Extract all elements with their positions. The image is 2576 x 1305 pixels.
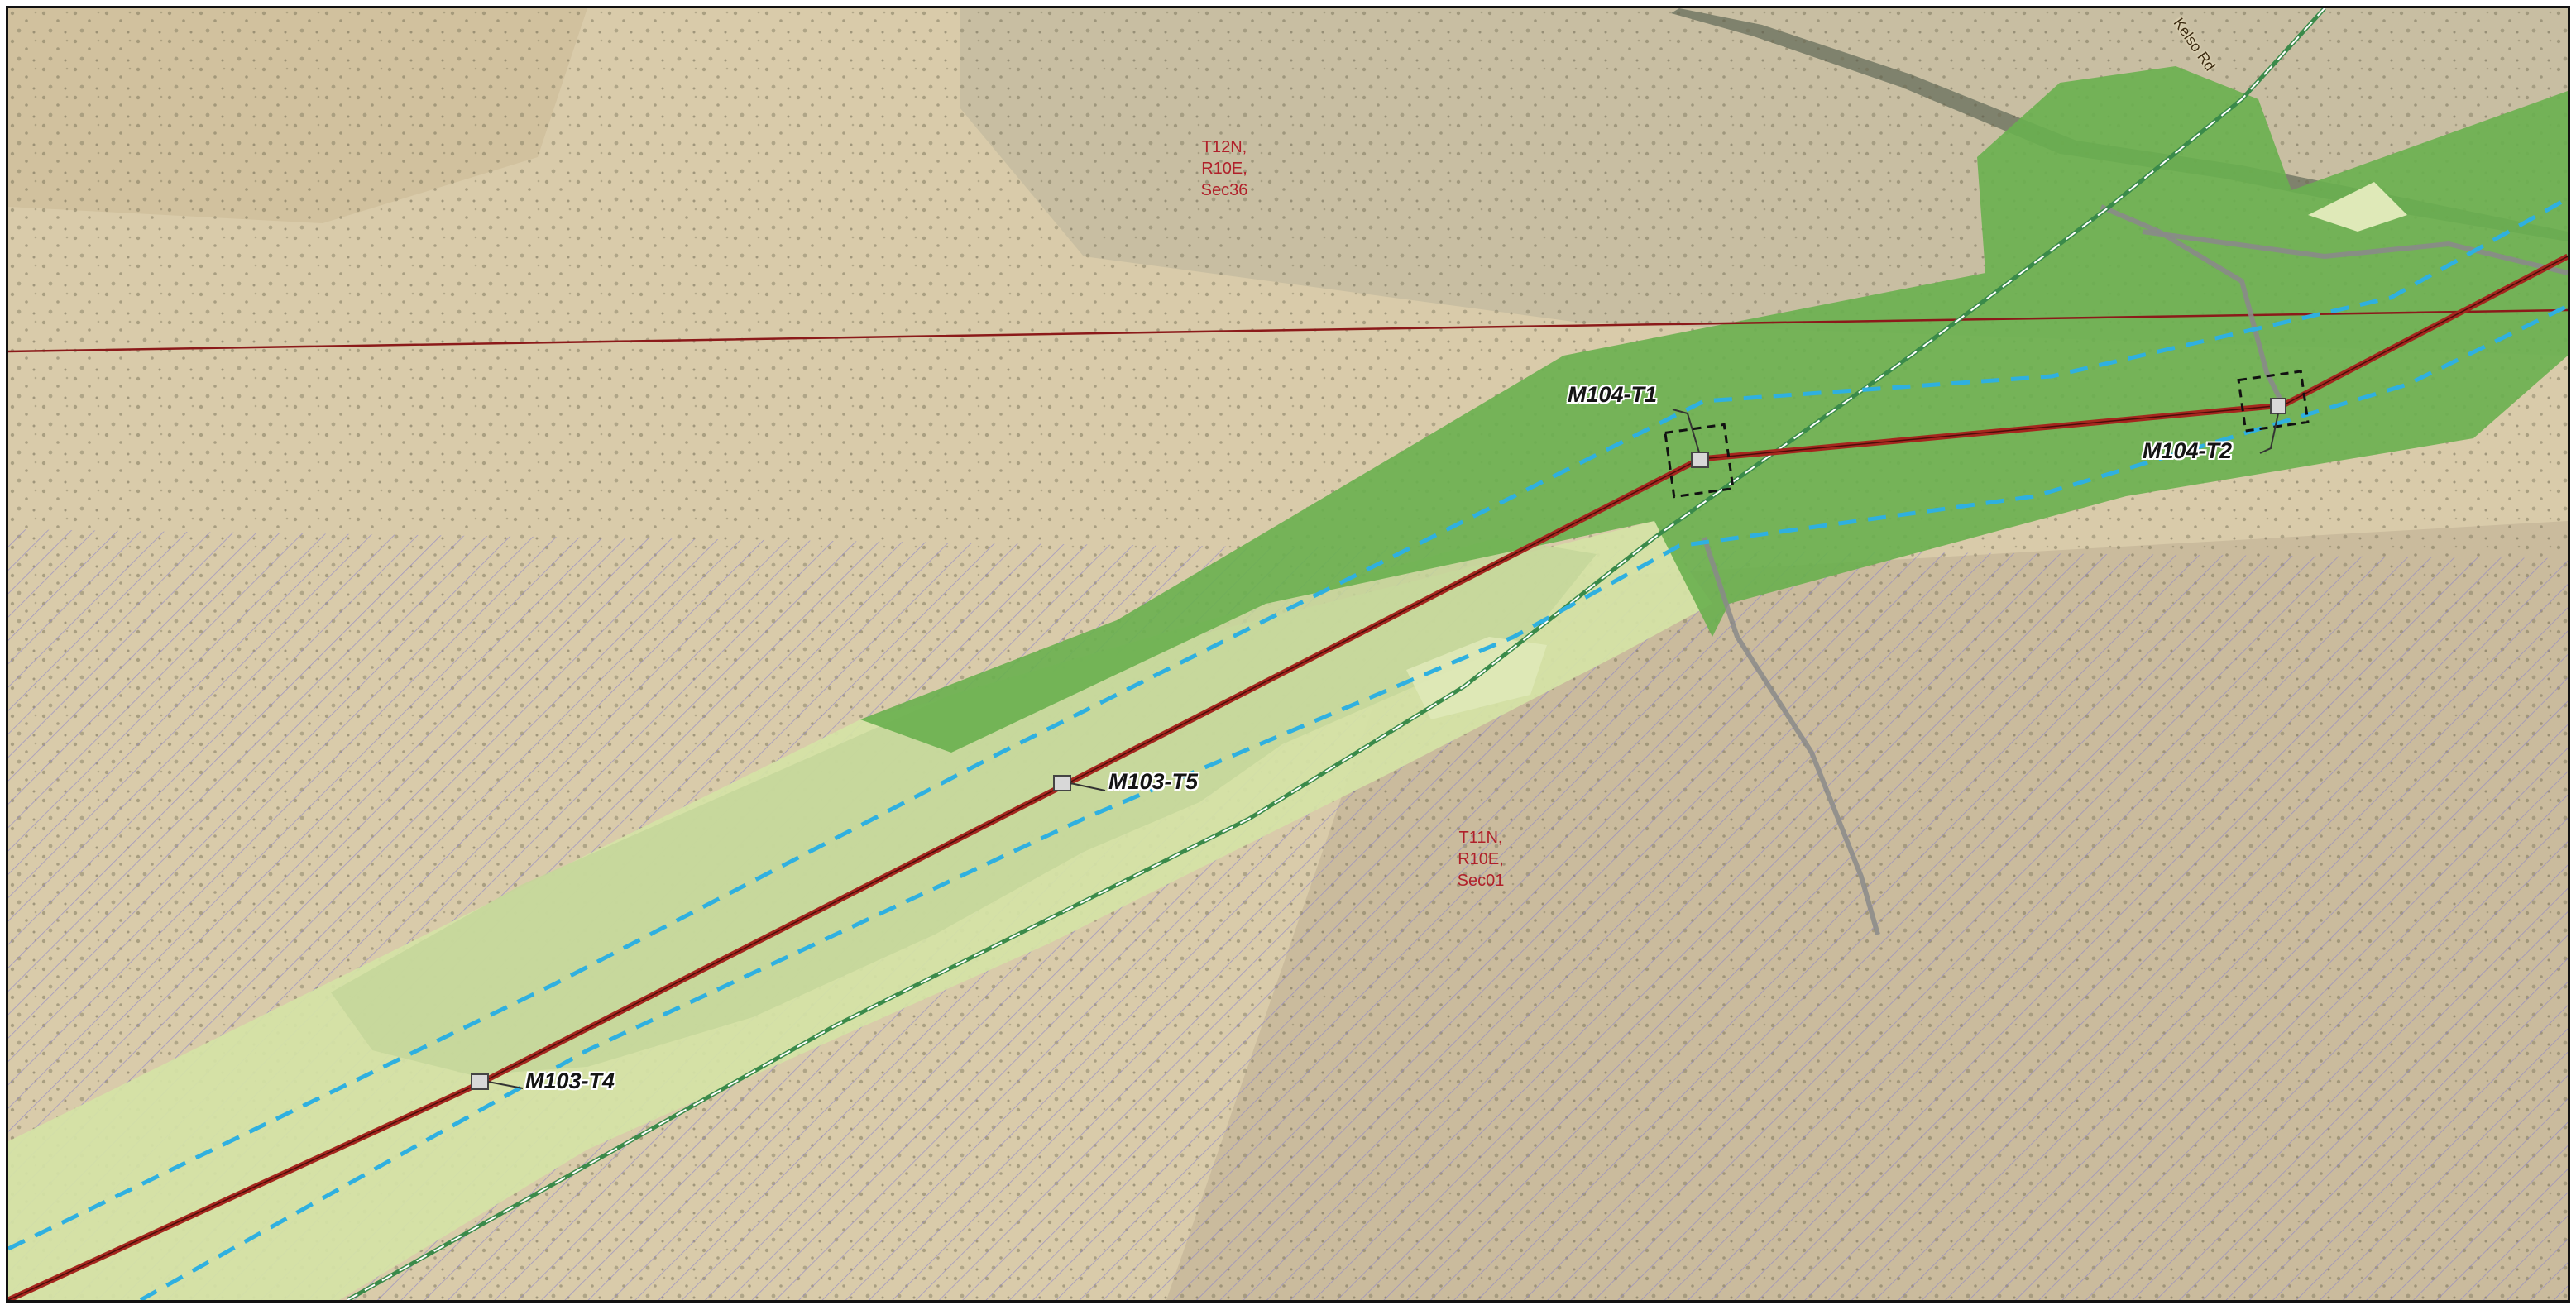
section-label-t11n-r10e-sec01: T11N, R10E, Sec01 bbox=[1458, 827, 1505, 892]
section-label-line: T12N, bbox=[1201, 138, 1247, 156]
cyan-edge-south bbox=[139, 304, 2568, 1300]
map-frame[interactable]: T12N, R10E, Sec36 T11N, R10E, Sec01 Kels… bbox=[6, 6, 2570, 1303]
section-label-line: T11N, bbox=[1458, 829, 1503, 847]
section-label-line: R10E, bbox=[1458, 850, 1504, 868]
tower-label-m104-t2[interactable]: M104-T2 bbox=[2143, 438, 2233, 463]
tower-marker-m104-t1[interactable] bbox=[1691, 452, 1709, 468]
aerial-map[interactable] bbox=[8, 8, 2568, 1300]
section-label-line: Sec36 bbox=[1200, 181, 1248, 199]
tower-label-m103-t4[interactable]: M103-T4 bbox=[525, 1068, 615, 1093]
transmission-line-core bbox=[8, 256, 2568, 1300]
leader-m104-t2 bbox=[2259, 413, 2279, 454]
leader-m103-t5 bbox=[1070, 782, 1106, 791]
section-label-t12n-r10e-sec36: T12N, R10E, Sec36 bbox=[1201, 136, 1248, 201]
leader-m104-t1 bbox=[1672, 409, 1700, 453]
gray-road-east bbox=[2142, 229, 2568, 275]
access-road-dashed-center bbox=[347, 8, 2325, 1300]
section-line bbox=[8, 308, 2568, 353]
work-area-m104-t2 bbox=[2237, 370, 2310, 433]
gray-road-spur bbox=[2100, 204, 2286, 407]
gray-road-main bbox=[1702, 537, 1880, 935]
work-area-m104-t1 bbox=[1664, 423, 1735, 499]
tower-marker-m103-t5[interactable] bbox=[1053, 775, 1071, 791]
leader-m103-t4 bbox=[487, 1081, 524, 1089]
cyan-edge-north bbox=[8, 196, 2568, 1251]
pad-clearing bbox=[2308, 182, 2407, 232]
corridor-dark-green bbox=[860, 66, 2568, 753]
tower-label-m104-t1[interactable]: M104-T1 bbox=[1568, 382, 1658, 407]
section-label-line: R10E, bbox=[1201, 160, 1247, 178]
tower-marker-m103-t4[interactable] bbox=[471, 1073, 489, 1090]
tower-marker-m104-t2[interactable] bbox=[2270, 398, 2286, 414]
tower-label-m103-t5[interactable]: M103-T5 bbox=[1108, 769, 1199, 794]
section-label-line: Sec01 bbox=[1457, 872, 1505, 890]
